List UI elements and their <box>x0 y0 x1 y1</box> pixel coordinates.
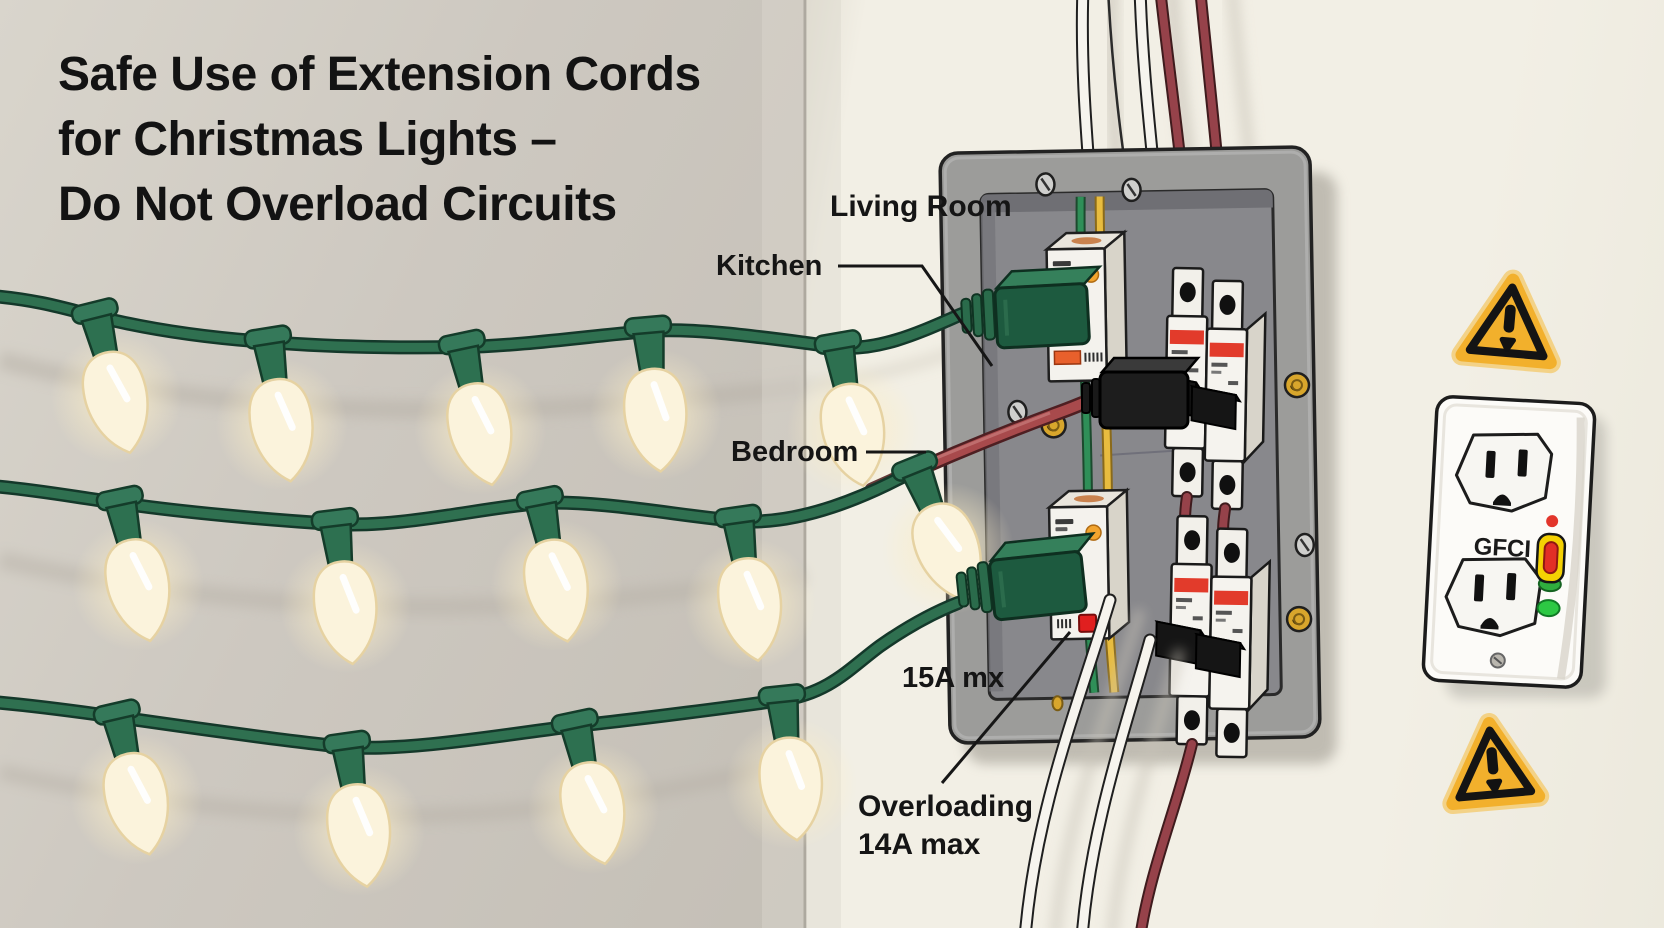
red-indicator-dot <box>1546 515 1559 528</box>
trip-button[interactable] <box>1077 613 1098 633</box>
panel-grommet <box>1285 605 1313 633</box>
receptacle-top[interactable] <box>1454 430 1554 513</box>
barcode-marks <box>1084 352 1103 362</box>
receptacle-bottom[interactable] <box>1444 555 1543 638</box>
title-line-3: Do Not Overload Circuits <box>58 178 617 231</box>
panel-grommet <box>1283 371 1311 399</box>
title-line-1: Safe Use of Extension Cords <box>58 48 701 101</box>
black-plug[interactable] <box>1081 356 1201 430</box>
control-module-top <box>1045 230 1129 383</box>
panel-screw <box>1294 532 1316 558</box>
label-overloading-line-1: Overloading <box>858 790 1034 823</box>
panel-screw <box>1034 172 1056 197</box>
label-bedroom: Bedroom <box>731 436 859 468</box>
label-kitchen: Kitchen <box>716 250 823 282</box>
breaker-pair-living-room <box>1148 266 1267 511</box>
control-module-bottom <box>1047 488 1131 641</box>
panel-screw <box>1121 177 1142 203</box>
overload-leader-line <box>940 631 1072 784</box>
bottom-cables <box>1025 600 1192 928</box>
breaker-pair-overloaded <box>1153 514 1272 759</box>
green-indicator-light <box>1536 599 1561 618</box>
light-bulb <box>29 286 197 477</box>
warning-triangle-icon <box>1462 276 1557 362</box>
label-breaker-rating: 15A mx <box>902 662 1005 694</box>
warning-triangle-icon <box>1446 720 1539 804</box>
label-overloading-line-2: 14A max <box>858 828 981 861</box>
title-line-2: for Christmas Lights – <box>58 113 557 166</box>
label-overloading: Overloading 14A max <box>858 788 1033 864</box>
leader-lines <box>838 264 1072 784</box>
page-title: Safe Use of Extension Cords for Christma… <box>58 42 701 237</box>
kitchen-leader-line <box>838 264 994 367</box>
barcode-marks <box>1057 619 1072 629</box>
gfci-outlet: GFCI <box>1421 395 1597 689</box>
label-living-room: Living Room <box>830 190 1012 223</box>
